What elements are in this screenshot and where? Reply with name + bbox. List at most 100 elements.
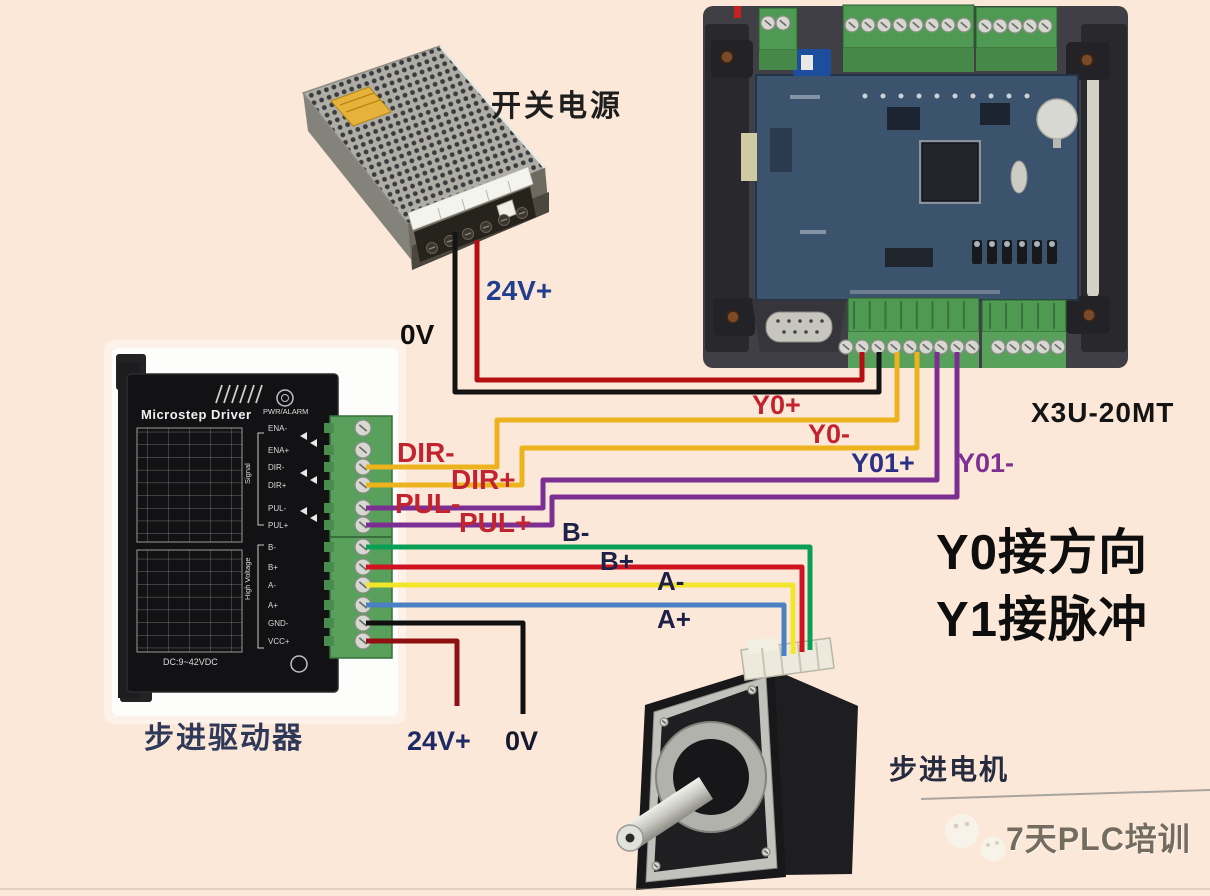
power-supply-label: 开关电源 [491,90,623,123]
note-line2: Y1接脉冲 [936,593,1148,648]
screw-icon [498,214,510,226]
screw-icon [902,339,918,355]
y0-minus-label: Y0- [808,419,851,449]
screws-layer [354,15,1066,871]
dir-minus-label: DIR- [397,437,455,468]
screw-icon [876,17,892,33]
psu-left-face [303,93,413,262]
driver-top-marks [215,384,263,404]
sticker-line [345,99,381,113]
y01-plus-label: Y01+ [851,448,915,478]
screw-icon [354,441,372,459]
driver-logo-icon [276,389,294,407]
microstep-table [136,427,243,543]
sticker-line [339,92,375,106]
battery-tab [1053,139,1061,148]
psu-edge-highlight [439,45,546,169]
driver-power-group: High Voltage [243,557,252,600]
plc-red-stub [734,6,741,18]
screw-icon [775,15,791,31]
screw-icon [354,614,372,632]
motor-photo [616,637,858,890]
screw-icon [918,339,934,355]
plc-rail-slot [1087,72,1099,298]
pcb-side-connector [741,133,757,181]
screw-icon [480,221,492,233]
screw-icon [516,207,528,219]
screw-icon [844,17,860,33]
plc-photo [703,4,1128,368]
screw-icon [1037,18,1053,34]
a-minus-label: A- [657,566,685,596]
screw-icon [761,847,771,857]
screw-icon [651,861,661,871]
dir-plus-label: DIR+ [451,464,516,495]
driver-pin-label: PUL- [268,504,287,513]
silkscreen [790,95,820,99]
motor-connector-slots [761,641,820,677]
driver-terminal-notches [324,423,334,646]
pcb-ic-chip [980,103,1010,125]
case-screw-icon [1082,308,1096,322]
driver-pin-labels: ENA-ENA+DIR-DIR+PUL-PUL+B-B+A-A+GND-VCC+ [268,424,290,646]
driver-24v-label: 24V+ [407,726,471,756]
silkscreen [850,290,1000,294]
driver-label: 步进驱动器 [144,722,304,755]
screw-icon [949,339,965,355]
screw-icon [1050,339,1066,355]
plc-left-rail [705,24,749,352]
screw-icon [940,17,956,33]
driver-pin-label: A+ [268,601,278,610]
screw-icon [1007,18,1023,34]
driver-status-label: PWR/ALARM [263,407,308,416]
screw-icon [990,339,1006,355]
pcb-cap-row [862,93,1030,99]
screw-icon [462,228,474,240]
screw-icon [354,419,372,437]
screw-icon [1035,339,1051,355]
driver-panel-title: Microstep Driver [141,407,252,422]
pcb-ic-chip [885,248,933,267]
psu-0v-label: 0V [400,319,435,350]
screw-icon [956,17,972,33]
case-screw-icon [726,310,740,324]
screw-icon [426,242,438,254]
vcc-24v-wire [366,638,460,706]
plc-model-label: X3U-20MT [1031,397,1175,428]
driver-photo: Microstep Driver PWR/ALARM DC:9~42VDC Si… [104,340,406,724]
driver-voltage-range: DC:9~42VDC [163,657,218,667]
signal-bracket [257,432,264,526]
screw-icon [892,17,908,33]
watermark-text: 7天PLC培训 [1006,821,1191,857]
screw-icon [870,339,886,355]
driver-pin-label: B- [268,543,276,552]
motor-shaft [623,777,713,849]
y01-minus-label: Y01- [957,448,1015,478]
pcb-ic-chip [887,107,920,130]
y0-plus-label: Y0+ [752,390,801,420]
driver-pin-label: VCC+ [268,637,290,646]
pcb-component [770,128,792,172]
screw-icon [1005,339,1021,355]
watermark [920,789,1210,862]
note-line1: Y0接方向 [936,526,1148,580]
screw-icon [886,339,902,355]
b-plus-wire [366,564,805,652]
b-minus-wire [366,544,813,650]
screw-icon [1020,339,1036,355]
power-supply-photo [301,45,549,270]
current-table [136,549,243,653]
watermark-divider [920,789,1210,800]
driver-0v-label: 0V [505,726,539,756]
b-minus-label: B- [562,517,590,547]
voltage-bracket [257,544,264,649]
crystal-oscillator [1010,160,1028,194]
gnd-0v-wire [366,620,526,714]
psu-0v-wire [452,232,882,395]
a-plus-wire [366,602,787,656]
strip-seam [437,207,442,220]
driver-logo-icon [290,655,308,673]
mcu-pins [919,143,922,201]
